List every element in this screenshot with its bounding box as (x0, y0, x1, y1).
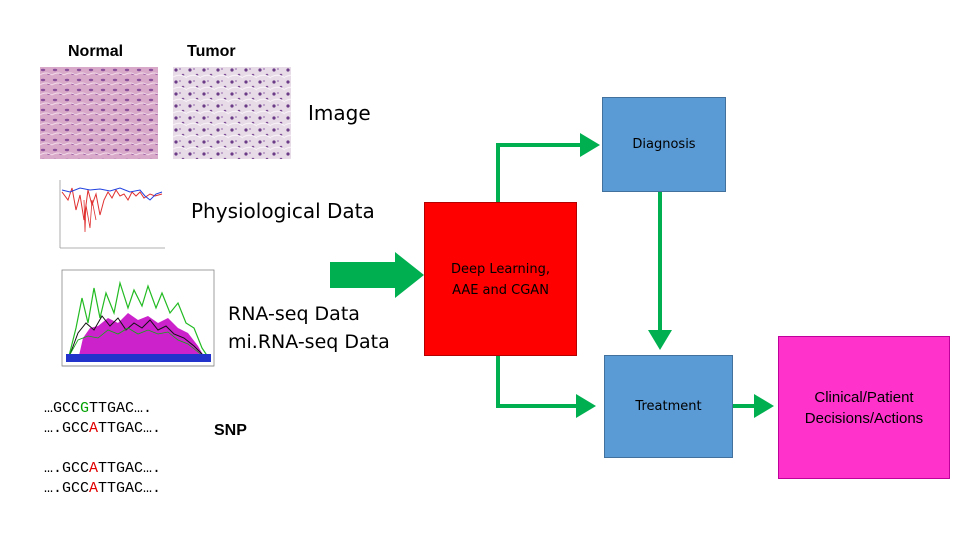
deep-learning-line2: AAE and CGAN (452, 283, 549, 298)
sequence-post: TTGAC…. (89, 400, 153, 417)
clinical-line2: Decisions/Actions (804, 409, 924, 427)
sequence-post: TTGAC…. (98, 460, 162, 477)
input-arrow-icon (330, 252, 424, 298)
deep-learning-box: Deep Learning, AAE and CGAN (424, 202, 577, 356)
clinical-decisions-box: Clinical/Patient Decisions/Actions (778, 336, 950, 479)
sequence-mutation: G (80, 400, 90, 417)
sequence-pre: …GCC (44, 400, 81, 417)
sequence-block-1: …GCCGTTGAC…. ….GCCATTGAC…. (44, 400, 161, 437)
sequence-mutation: A (89, 420, 99, 437)
clinical-label: Clinical/Patient Decisions/Actions (805, 387, 923, 429)
rnaseq-label-line1: RNA-seq Data (228, 303, 360, 325)
connector-dl-to-treatment (496, 356, 596, 418)
sequence-block-2: ….GCCATTGAC…. ….GCCATTGAC…. (44, 460, 161, 497)
image-label: Image (308, 101, 371, 125)
sequence-line: ….GCCATTGAC…. (44, 460, 161, 477)
sequence-line: …GCCGTTGAC…. (44, 400, 161, 417)
treatment-box: Treatment (604, 355, 733, 458)
normal-label: Normal (68, 43, 124, 60)
rnaseq-plot-icon (61, 269, 215, 367)
tumor-tissue-image (173, 67, 291, 159)
sequence-post: TTGAC…. (98, 420, 162, 437)
clinical-line1: Clinical/Patient (814, 388, 914, 406)
deep-learning-label: Deep Learning, AAE and CGAN (451, 259, 550, 301)
diagnosis-label: Diagnosis (632, 137, 696, 152)
sequence-pre: ….GCC (44, 460, 90, 477)
sequence-mutation: A (89, 460, 99, 477)
sequence-pre: ….GCC (44, 480, 90, 497)
sequence-pre: ….GCC (44, 420, 90, 437)
tumor-label: Tumor (187, 43, 236, 60)
sequence-line: ….GCCATTGAC…. (44, 420, 161, 437)
physiological-label: Physiological Data (191, 199, 375, 223)
diagnosis-box: Diagnosis (602, 97, 726, 192)
connector-dl-to-diagnosis (496, 133, 600, 202)
treatment-label: Treatment (635, 399, 702, 414)
deep-learning-line1: Deep Learning, (451, 262, 550, 277)
normal-tissue-image (40, 67, 158, 159)
sequence-line: ….GCCATTGAC…. (44, 480, 161, 497)
rnaseq-label-line2: mi.RNA-seq Data (228, 331, 390, 353)
rnaseq-label: RNA-seq Data mi.RNA-seq Data (228, 300, 390, 356)
physiological-plot-icon (40, 170, 170, 260)
sequence-post: TTGAC…. (98, 480, 162, 497)
sequence-mutation: A (89, 480, 99, 497)
snp-label: SNP (214, 422, 247, 439)
